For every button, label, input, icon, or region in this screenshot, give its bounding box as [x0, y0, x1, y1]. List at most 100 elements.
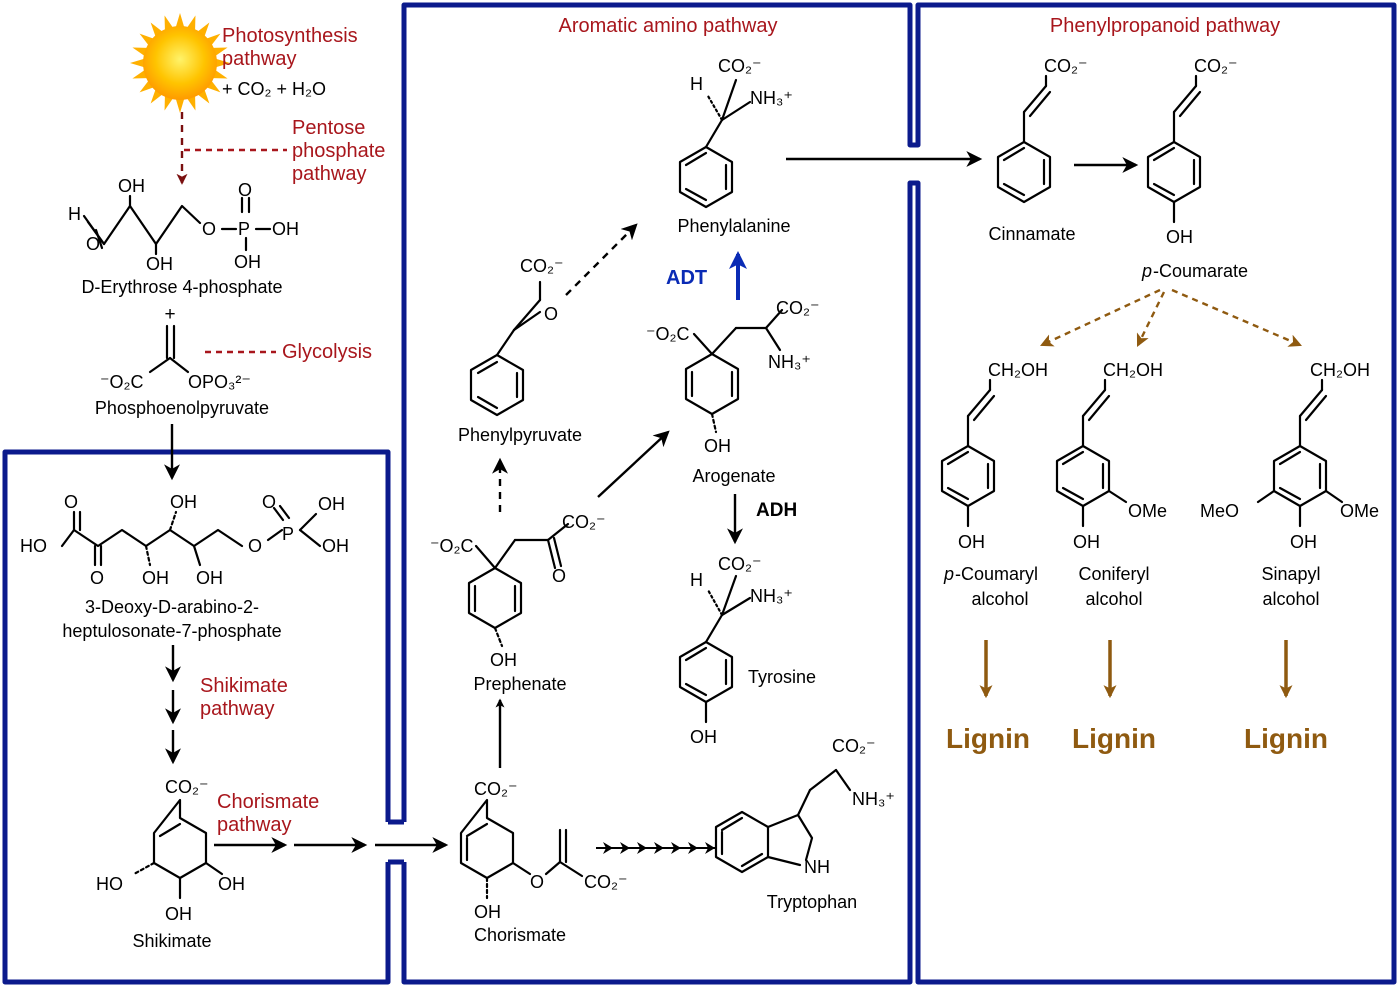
name-sinapyl-2: alcohol: [1262, 589, 1319, 609]
sinapyl-meo: MeO: [1200, 501, 1239, 521]
name-arogenate: Arogenate: [692, 466, 775, 486]
name-phenylpyruvate: Phenylpyruvate: [458, 425, 582, 445]
coniferyl-structure: [1055, 378, 1128, 528]
pep-opo3: OPO₃²⁻: [188, 372, 251, 392]
tryptophan-structure: [714, 768, 852, 874]
name-sinapyl-1: Sinapyl: [1261, 564, 1320, 584]
tyrosine-structure: [678, 574, 752, 724]
name-chorismate: Chorismate: [474, 925, 566, 945]
arrow-chor-trp-head: [654, 842, 664, 854]
label-photosynthesis: Photosynthesis: [222, 25, 358, 47]
cinnamate-co2: CO₂⁻: [1044, 56, 1088, 76]
name-shikimate: Shikimate: [132, 931, 211, 951]
pep-o2c: ⁻O₂C: [100, 372, 144, 392]
erythrose-h: H: [68, 204, 81, 224]
name-phenylalanine: Phenylalanine: [677, 216, 790, 236]
phenylalanine-nh3: NH₃⁺: [750, 88, 793, 108]
arrow-chor-trp: [596, 842, 715, 854]
sun-ray: [164, 15, 173, 31]
coniferyl-ome: OMe: [1128, 501, 1167, 521]
arrow-chor-trp-head: [688, 842, 698, 854]
name-coniferyl-1: Coniferyl: [1078, 564, 1149, 584]
arrow-chor-trp-head: [620, 842, 630, 854]
arrow-chor-trp-head: [705, 842, 715, 854]
coniferyl-oh: OH: [1073, 532, 1100, 552]
arrow-phpyr-phe: [565, 223, 638, 296]
name-tyrosine: Tyrosine: [748, 667, 816, 687]
chorismate-oh: OH: [474, 902, 501, 922]
tyrosine-h: H: [690, 570, 703, 590]
shikimate-co2: CO₂⁻: [165, 777, 209, 797]
label-shikimate: Shikimate: [200, 675, 288, 697]
tyrosine-nh3: NH₃⁺: [750, 586, 793, 606]
erythrose-p: P: [238, 219, 250, 239]
cinnamate-structure: [996, 74, 1052, 204]
dahp-o1: O: [64, 492, 78, 512]
prephenate-oh: OH: [490, 650, 517, 670]
dahp-ho: HO: [20, 536, 47, 556]
arrow-chor-trp-head: [671, 842, 681, 854]
sinapyl-structure: [1256, 378, 1344, 528]
phenylpyruvate-o: O: [544, 304, 558, 324]
lignin-label-3: Lignin: [1244, 723, 1328, 754]
p-coumaryl-prefix: p: [943, 564, 954, 584]
arogenate-o2c: ⁻O₂C: [646, 324, 690, 344]
name-dahp-1: 3-Deoxy-D-arabino-2-: [85, 597, 259, 617]
name-pep: Phosphoenolpyruvate: [95, 398, 269, 418]
sun-ray: [212, 70, 228, 79]
arogenate-nh3: NH₃⁺: [768, 352, 811, 372]
arrow-chor-trp-head: [603, 842, 613, 854]
arrow-coum-coniferyl: [1136, 291, 1166, 347]
dahp-structure: [60, 504, 322, 567]
dahp-o2: O: [90, 568, 104, 588]
name-dahp-2: heptulosonate-7-phosphate: [62, 621, 281, 641]
label-glycolysis: Glycolysis: [282, 341, 372, 363]
sun-icon: [130, 13, 230, 113]
chorismate-co2: CO₂⁻: [474, 779, 518, 799]
sun-ray: [187, 15, 196, 31]
name-erythrose: D-Erythrose 4-phosphate: [81, 277, 282, 297]
section-title-phenylpropanoid: Phenylpropanoid pathway: [1050, 15, 1280, 37]
p-coumaryl-ch2oh: CH₂OH: [988, 360, 1048, 380]
arrow-chor-trp-head: [637, 842, 647, 854]
dahp-oh2: OH: [170, 492, 197, 512]
tryptophan-co2: CO₂⁻: [832, 736, 876, 756]
dahp-p-oh1: OH: [318, 494, 345, 514]
label-pentose-phosphate: phosphate: [292, 140, 385, 162]
enzyme-adh: ADH: [756, 500, 797, 521]
label-shikimate-pathway: pathway: [200, 698, 275, 720]
phenylalanine-co2: CO₂⁻: [718, 56, 762, 76]
name-p-coumaryl-2: alcohol: [971, 589, 1028, 609]
pep-structure: [148, 324, 190, 374]
phenylalanine-h: H: [690, 74, 703, 94]
prephenate-o: O: [552, 566, 566, 586]
label-chorismate: Chorismate: [217, 791, 319, 813]
name-tryptophan: Tryptophan: [767, 892, 857, 912]
p-coumarate-oh: OH: [1166, 227, 1193, 247]
tryptophan-nh3: NH₃⁺: [852, 789, 895, 809]
sinapyl-oh: OH: [1290, 532, 1317, 552]
shikimate-ho: HO: [96, 874, 123, 894]
name-cinnamate: Cinnamate: [988, 224, 1075, 244]
sun-ray: [175, 13, 185, 28]
section-title-aromatic: Aromatic amino pathway: [559, 15, 778, 37]
erythrose-structure: [82, 194, 272, 256]
dahp-p: P: [282, 524, 294, 544]
label-photosynthesis-pathway: pathway: [222, 48, 297, 70]
p-coumaryl-oh: OH: [958, 532, 985, 552]
erythrose-oh2: OH: [146, 254, 173, 274]
prephenate-co2: CO₂⁻: [562, 512, 606, 532]
coniferyl-ch2oh: CH₂OH: [1103, 360, 1163, 380]
erythrose-o-link: O: [202, 219, 216, 239]
arrow-preph-arog: [597, 430, 670, 498]
sun-ray: [132, 70, 148, 79]
shikimate-oh2: OH: [165, 904, 192, 924]
dahp-oh3: OH: [196, 568, 223, 588]
sun-ray: [187, 95, 196, 111]
prephenate-o2c: ⁻O₂C: [430, 536, 474, 556]
sinapyl-ome: OMe: [1340, 501, 1379, 521]
label-pentose-pathway: pathway: [292, 163, 367, 185]
erythrose-p-oh1: OH: [272, 219, 299, 239]
chorismate-co2b: CO₂⁻: [584, 872, 628, 892]
